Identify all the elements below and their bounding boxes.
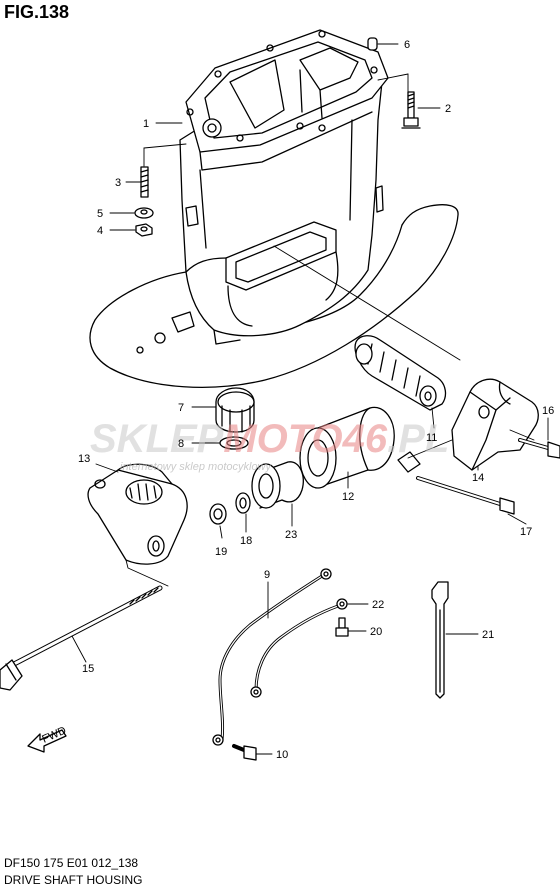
callout-15: 15 (82, 663, 94, 675)
screw-10 (232, 744, 273, 761)
lower-mount-rubber (299, 406, 395, 489)
forward-arrow-icon (27, 729, 67, 753)
callout-21: 21 (482, 629, 494, 641)
callout-18: 18 (240, 535, 252, 547)
watermark: SKLEPMOTO46.PL internetowy sklep motocyk… (90, 417, 449, 473)
ground-lead-2 (250, 598, 369, 698)
dowel-pin (367, 37, 399, 51)
housing-bolt (401, 73, 441, 129)
footer-model-code: DF150 175 E01 012_138 (4, 856, 139, 870)
callout-5: 5 (97, 208, 103, 220)
bolt-17 (416, 476, 527, 525)
callout-14: 14 (472, 472, 484, 484)
washer-19 (209, 503, 227, 539)
callout-23: 23 (285, 529, 297, 541)
watermark-brand-d: .PL (387, 417, 449, 461)
callout-3: 3 (115, 177, 121, 189)
cable-tie (431, 581, 479, 699)
figure-title: FIG.138 (4, 2, 70, 22)
callout-1: 1 (143, 118, 149, 130)
drive-shaft-housing (89, 29, 459, 388)
callout-22: 22 (372, 599, 384, 611)
clamp-bracket (87, 463, 188, 565)
callout-6: 6 (404, 39, 410, 51)
callout-2: 2 (445, 103, 451, 115)
seal-ring (191, 436, 249, 450)
rubber-sleeve (251, 461, 304, 527)
callout-4: 4 (97, 225, 103, 237)
long-bolt (0, 585, 163, 691)
mount-bracket (397, 378, 539, 473)
screw-20 (335, 617, 367, 637)
nut (109, 223, 153, 237)
callout-9: 9 (264, 569, 270, 581)
svg-text:SKLEPMOTO46.PL: SKLEPMOTO46.PL (90, 417, 449, 461)
stud-bolt (125, 143, 187, 198)
callout-labels: 1 2 3 4 5 6 7 8 9 10 11 12 13 14 15 16 1… (78, 39, 554, 761)
callout-11: 11 (426, 432, 437, 444)
washer-18 (235, 492, 251, 533)
watermark-tagline: internetowy sklep motocyklowy (120, 461, 273, 473)
lower-bushing (191, 387, 255, 433)
footer-figure-name: DRIVE SHAFT HOUSING (4, 873, 143, 887)
washer (109, 207, 154, 219)
callout-12: 12 (342, 491, 354, 503)
ground-lead (212, 568, 332, 746)
callout-8: 8 (178, 438, 184, 450)
callout-7: 7 (178, 402, 184, 414)
fwd-label: FWD (40, 725, 68, 746)
watermark-brand-b: MOTO (223, 417, 342, 461)
watermark-brand-a: SKLEP (90, 417, 224, 461)
callout-16: 16 (542, 405, 554, 417)
watermark-brand-c: 46 (342, 417, 388, 461)
callout-17: 17 (520, 526, 532, 538)
bolt-16 (518, 417, 560, 459)
callout-10: 10 (276, 749, 288, 761)
callout-20: 20 (370, 626, 382, 638)
callout-19: 19 (215, 546, 227, 558)
upper-mount-rubber (354, 335, 447, 429)
callout-13: 13 (78, 453, 90, 465)
